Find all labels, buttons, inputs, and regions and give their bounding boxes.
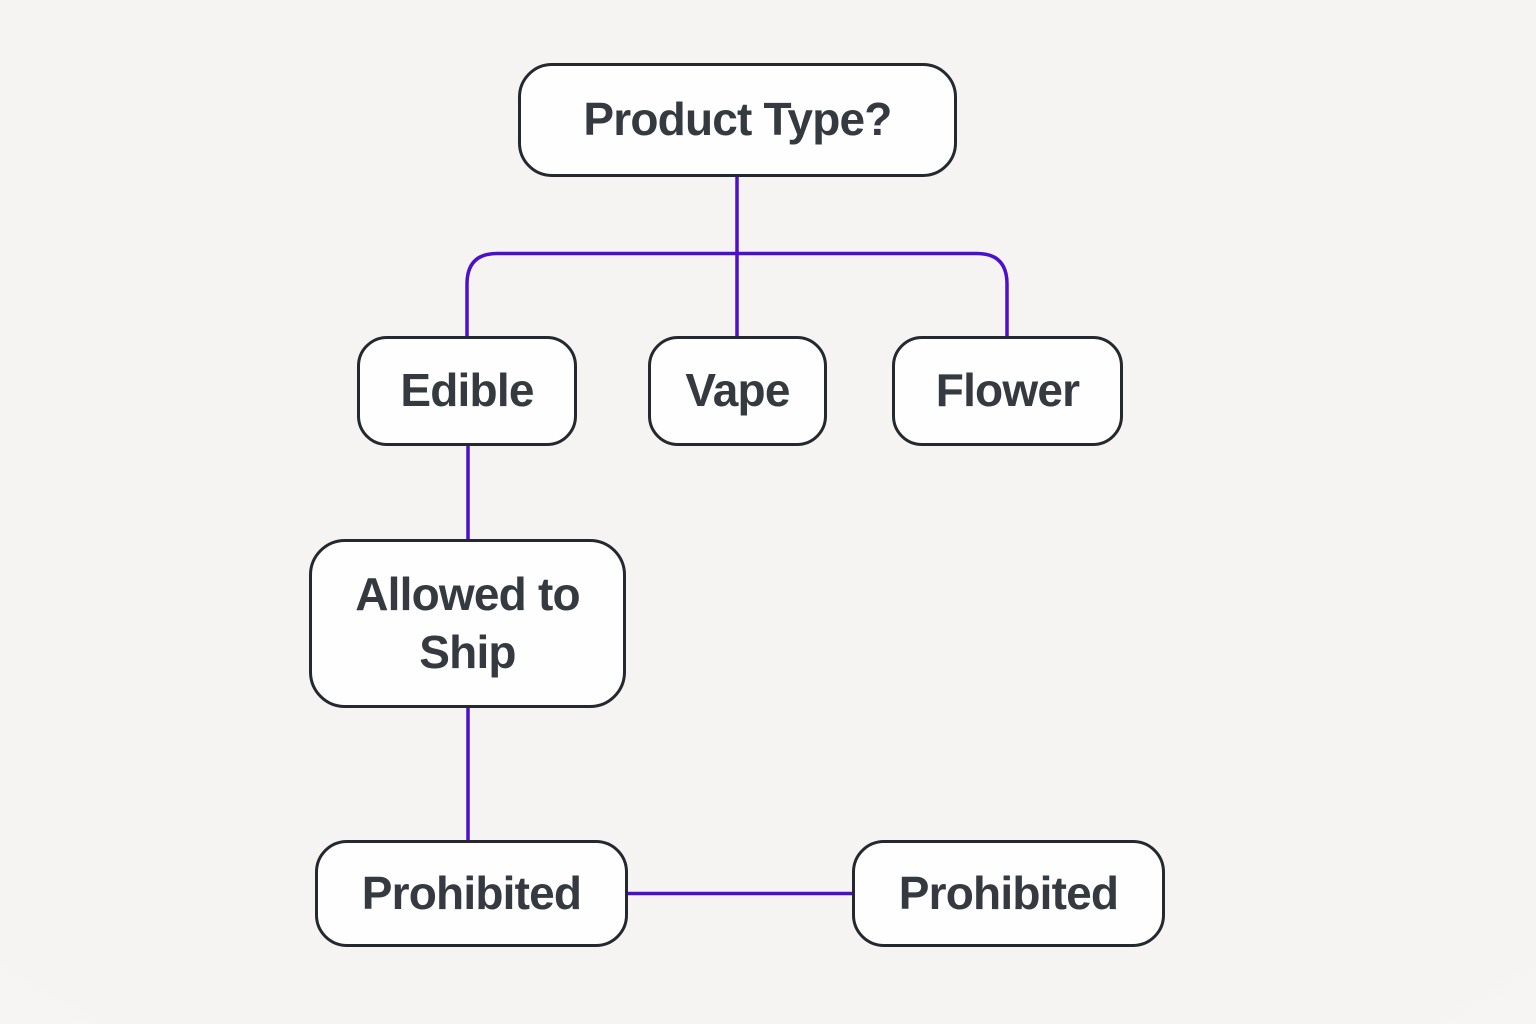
edge-product-to-edible-flower-rail [465, 251, 1009, 337]
node-label: Allowed to Ship [355, 568, 580, 678]
node-label: Product Type? [583, 93, 892, 146]
node-prohibited-right: Prohibited [852, 840, 1165, 947]
node-vape: Vape [648, 336, 827, 446]
node-edible: Edible [357, 336, 577, 446]
node-flower: Flower [892, 336, 1123, 446]
node-product-type: Product Type? [518, 63, 957, 177]
node-label: Vape [685, 364, 790, 417]
node-label: Flower [935, 364, 1080, 417]
node-label: Prohibited [361, 866, 582, 919]
node-prohibited-left: Prohibited [315, 840, 628, 947]
node-allowed-to-ship: Allowed to Ship [309, 539, 626, 708]
node-label: Prohibited [898, 866, 1119, 919]
node-label: Edible [400, 364, 534, 417]
